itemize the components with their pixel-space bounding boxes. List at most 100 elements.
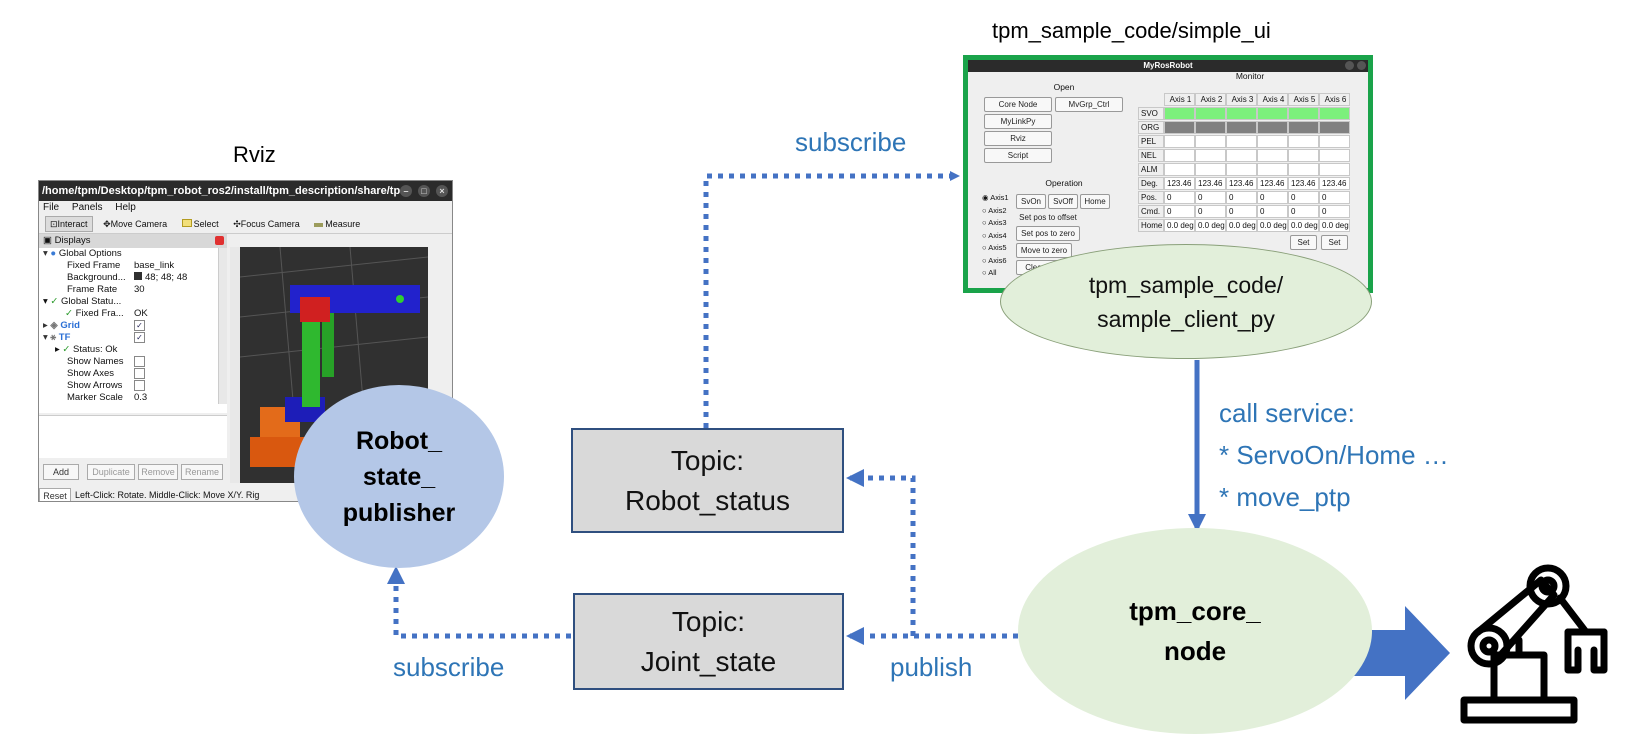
mylinkpy-button[interactable]: MyLinkPy — [984, 114, 1052, 129]
set-home-button[interactable]: Set — [1290, 235, 1317, 250]
cmd-input[interactable]: 0 — [1288, 205, 1319, 218]
svoff-button[interactable]: SvOff — [1048, 194, 1078, 209]
monitor-cell — [1257, 149, 1288, 162]
publish-status-connector — [846, 469, 916, 636]
cmd-input[interactable]: 0 — [1257, 205, 1288, 218]
close-icon[interactable]: × — [436, 185, 448, 197]
tf-checkbox[interactable]: ✓ — [134, 332, 145, 344]
monitor-row-header: Pos. — [1138, 191, 1164, 204]
show-axes-checkbox[interactable] — [134, 368, 145, 380]
close-icon[interactable] — [1357, 61, 1366, 70]
show-names-checkbox[interactable] — [134, 356, 145, 368]
tree-row[interactable]: ▾ ● Global Options — [43, 248, 122, 259]
menu-file[interactable]: File — [43, 202, 60, 213]
tool-move-camera[interactable]: ✥Move Camera — [103, 219, 168, 229]
reset-button[interactable]: Reset — [39, 488, 71, 501]
menu-panels[interactable]: Panels — [71, 202, 103, 213]
svo-indicator — [1319, 107, 1350, 120]
subscribe-bottom-connector — [387, 566, 571, 639]
rename-button[interactable]: Rename — [181, 464, 223, 480]
pos-input[interactable]: 0 — [1164, 191, 1195, 204]
monitor-group-label: Monitor — [1235, 71, 1265, 81]
panel-close-icon[interactable] — [215, 236, 224, 245]
axis-radio[interactable]: ○ Axis2 — [982, 205, 1007, 215]
monitor-cell — [1288, 135, 1319, 148]
rviz-button[interactable]: Rviz — [984, 131, 1052, 146]
home-input[interactable]: 0.0 deg — [1226, 219, 1257, 232]
axis-radio-group: ◉ Axis1 ○ Axis2 ○ Axis3 ○ Axis4 ○ Axis5 … — [982, 192, 1012, 280]
tree-value[interactable]: 48; 48; 48 — [134, 272, 187, 284]
set-pos-offset-button[interactable]: Set pos to offset — [1019, 213, 1077, 222]
tree-row[interactable]: Show Axes — [67, 368, 114, 379]
tool-select[interactable]: Select — [181, 219, 219, 229]
tree-row-grid[interactable]: ▸ ◈ Grid — [43, 320, 80, 331]
minimize-icon[interactable] — [1345, 61, 1354, 70]
tree-row[interactable]: Fixed Frame — [67, 260, 121, 271]
cmd-input[interactable]: 0 — [1164, 205, 1195, 218]
axis-radio[interactable]: ○ All — [982, 268, 997, 277]
tree-value[interactable]: OK — [134, 308, 148, 319]
tree-row[interactable]: Background... — [67, 272, 126, 283]
menu-help[interactable]: Help — [115, 202, 136, 213]
home-input[interactable]: 0.0 deg — [1257, 219, 1288, 232]
pos-input[interactable]: 0 — [1257, 191, 1288, 204]
tree-row-tf[interactable]: ▾ ⚹ TF — [43, 332, 71, 343]
script-button[interactable]: Script — [984, 148, 1052, 163]
move-to-zero-button[interactable]: Move to zero — [1016, 243, 1072, 258]
set-pos-zero-button[interactable]: Set pos to zero — [1016, 226, 1080, 241]
tree-row[interactable]: Marker Scale — [67, 392, 123, 403]
tree-row[interactable]: ▾ ✓ Global Statu... — [43, 296, 122, 307]
axis-radio[interactable]: ○ Axis3 — [982, 218, 1007, 227]
home-input[interactable]: 0.0 deg — [1164, 219, 1195, 232]
monitor-cell — [1164, 149, 1195, 162]
cmd-input[interactable]: 0 — [1319, 205, 1350, 218]
tree-row[interactable]: ▸ ✓ Status: Ok — [55, 344, 118, 355]
home-button[interactable]: Home — [1080, 194, 1110, 209]
maximize-icon[interactable]: □ — [418, 185, 430, 197]
home-input[interactable]: 0.0 deg — [1288, 219, 1319, 232]
tree-value[interactable]: 0.3 — [134, 392, 148, 403]
tree-row[interactable]: Show Arrows — [67, 380, 123, 391]
tree-row[interactable]: Frame Rate — [67, 284, 118, 295]
cmd-input[interactable]: 0 — [1226, 205, 1257, 218]
cmd-input[interactable]: 0 — [1195, 205, 1226, 218]
output-block-arrow — [1345, 606, 1450, 700]
home-input[interactable]: 0.0 deg — [1195, 219, 1226, 232]
tree-value[interactable]: base_link — [134, 260, 175, 271]
axis-radio[interactable]: ○ Axis4 — [982, 230, 1007, 240]
pos-input[interactable]: 0 — [1226, 191, 1257, 204]
mvgrp-ctrl-button[interactable]: MvGrp_Ctrl — [1055, 97, 1123, 112]
tool-focus-camera[interactable]: ✣Focus Camera — [233, 219, 300, 229]
pos-input[interactable]: 0 — [1288, 191, 1319, 204]
duplicate-button[interactable]: Duplicate — [87, 464, 135, 480]
show-arrows-checkbox[interactable] — [134, 380, 145, 392]
core-node-button[interactable]: Core Node — [984, 97, 1052, 112]
deg-value: 123.46 — [1164, 177, 1195, 190]
monitor-column-header: Axis 4 — [1257, 93, 1288, 106]
monitor-cell — [1257, 135, 1288, 148]
monitor-row-header: Deg. — [1138, 177, 1164, 190]
axis-radio[interactable]: ○ Axis5 — [982, 243, 1007, 252]
tree-value[interactable]: 30 — [134, 284, 145, 295]
home-input[interactable]: 0.0 deg — [1319, 219, 1350, 232]
axis-radio[interactable]: ◉ Axis1 — [982, 193, 1009, 202]
open-group-label: Open — [1053, 82, 1075, 92]
monitor-row-header: SVO — [1138, 107, 1164, 120]
tree-scrollbar[interactable] — [218, 248, 227, 404]
tree-row[interactable]: ✓ Fixed Fra... — [65, 308, 124, 319]
svon-button[interactable]: SvOn — [1016, 194, 1046, 209]
axis-radio[interactable]: ○ Axis6 — [982, 255, 1007, 265]
tool-interact[interactable]: ⊡Interact — [45, 216, 93, 232]
minimize-icon[interactable]: – — [400, 185, 412, 197]
set-home-button[interactable]: Set — [1321, 235, 1348, 250]
monitor-column-header: Axis 2 — [1195, 93, 1226, 106]
monitor-column-header: Axis 6 — [1319, 93, 1350, 106]
add-button[interactable]: Add — [43, 464, 79, 480]
tree-row[interactable]: Show Names — [67, 356, 124, 367]
remove-button[interactable]: Remove — [138, 464, 178, 480]
pos-input[interactable]: 0 — [1319, 191, 1350, 204]
view-left-handle[interactable] — [230, 247, 240, 483]
pos-input[interactable]: 0 — [1195, 191, 1226, 204]
tool-measure[interactable]: Measure — [314, 219, 360, 229]
grid-checkbox[interactable]: ✓ — [134, 320, 145, 332]
